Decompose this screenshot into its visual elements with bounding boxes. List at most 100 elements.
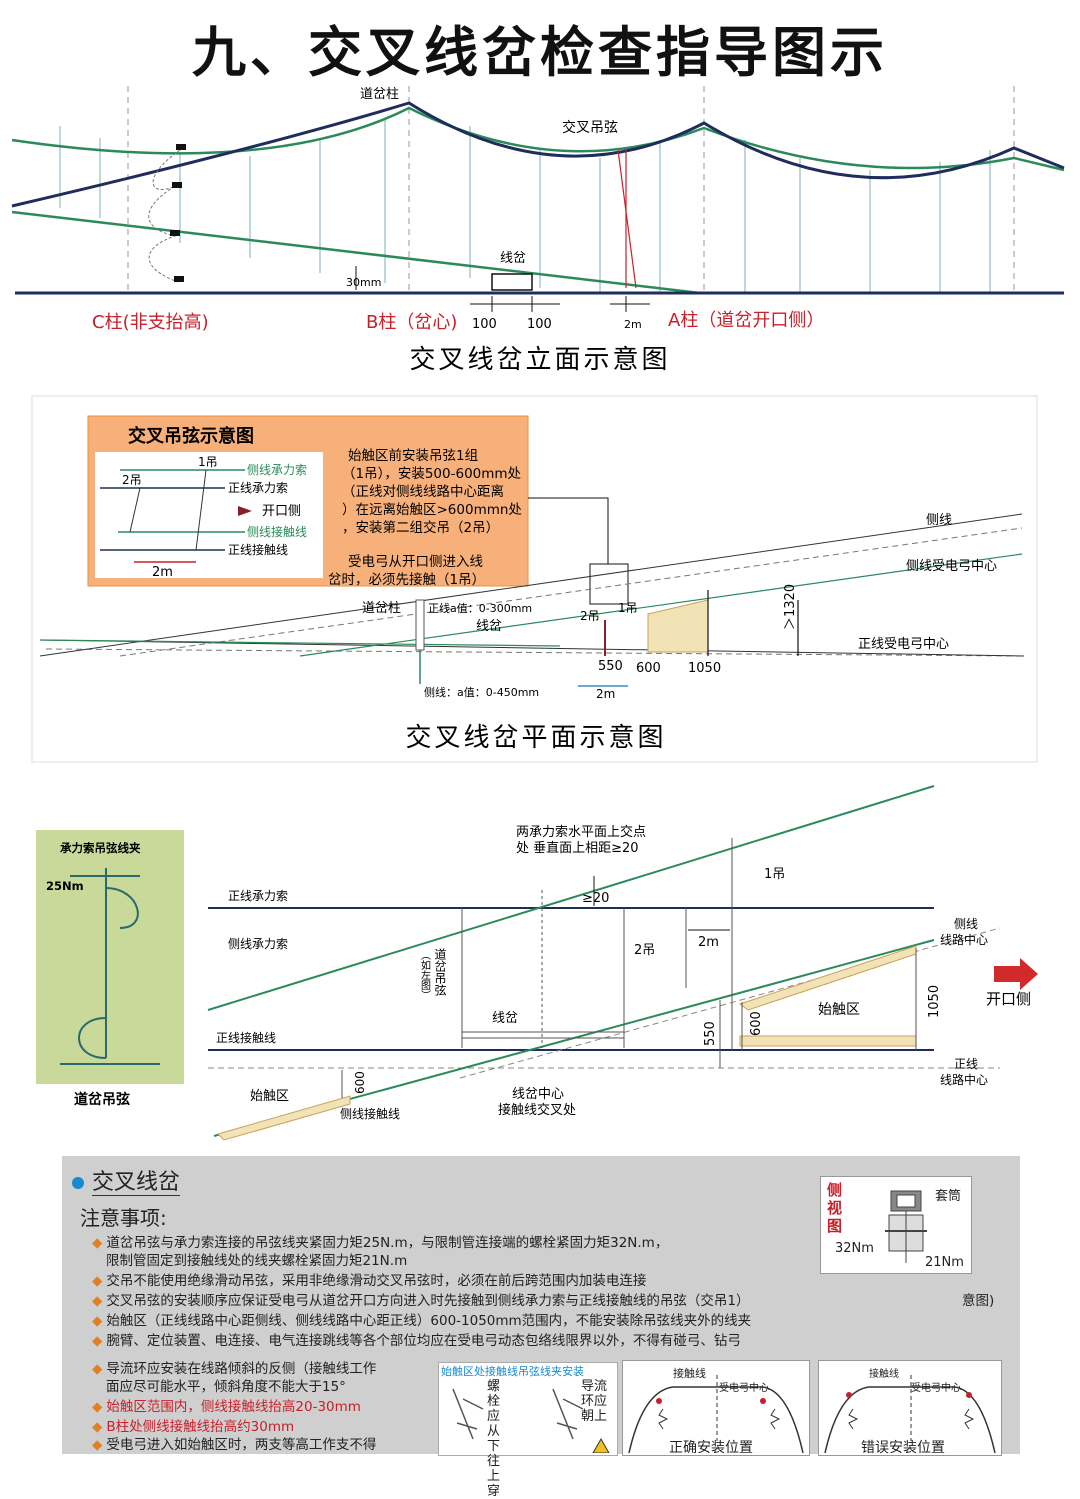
- detail-side-center: [459, 927, 1001, 1079]
- correct-drawing: [628, 1375, 804, 1454]
- side-view-21: 21Nm: [925, 1255, 964, 1270]
- detail-hanger-side: （如左图）: [419, 950, 431, 1000]
- plan-2m: 2m: [596, 687, 615, 701]
- detail-contact-zone: 始触区: [818, 1002, 860, 1018]
- correct-cw: 接触线: [673, 1367, 706, 1380]
- box-open: 开口侧: [262, 504, 301, 519]
- dimension-arrows: [470, 296, 650, 312]
- plan-side-center: 侧线受电弓中心: [906, 559, 997, 574]
- box-side-cw: 侧线接触线: [247, 524, 307, 539]
- notes-heading: 交叉线岔: [92, 1170, 181, 1196]
- plan-turnout: 线岔: [476, 619, 502, 634]
- box-2m: 2m: [152, 565, 173, 580]
- box-main-msg: 正线承力索: [228, 481, 288, 495]
- plan-1d: 1吊: [618, 601, 638, 615]
- leader-line: [528, 497, 609, 564]
- box-main-cw: 正线接触线: [228, 542, 288, 557]
- green-wire: [39, 639, 561, 647]
- svg-text:（1吊），安装500-600mm处: （1吊），安装500-600mm处: [342, 466, 522, 482]
- side-view-drawing: [885, 1190, 927, 1263]
- clamp-picture: [36, 830, 184, 1084]
- note-item: ◆交吊不能使用绝缘滑动吊弦，采用非绝缘滑动交叉吊弦时，必须在前后跨范围内加装电连…: [92, 1273, 647, 1289]
- plan-550: 550: [598, 659, 623, 674]
- elev-100a-label: 100: [472, 317, 497, 332]
- note-item: ◆道岔吊弦与承力索连接的吊弦线夹紧固力矩25N.m，与限制管连接端的螺栓紧固力矩…: [92, 1235, 669, 1251]
- plan-a-main: 正线a值：0-300mm: [428, 601, 532, 615]
- svg-text:始触区前安装吊弦1组: 始触区前安装吊弦1组: [348, 447, 478, 464]
- contact-zone-upper: [738, 945, 917, 1011]
- plan-pole: [415, 599, 425, 651]
- elev-b-label: B柱（岔心): [366, 312, 457, 333]
- svg-text:）在远离始触区>600mmn处: ）在远离始触区>600mmn处: [342, 501, 522, 518]
- note-item: ◆腕臂、定位装置、电连接、电气连接跳线等各个部位均应在受电弓动态包络线限界以外，…: [92, 1333, 741, 1349]
- detail-side-msg: [207, 785, 935, 1011]
- note-item: ◆受电弓进入如始触区时，两支等高工作支不得: [92, 1437, 377, 1453]
- elev-turnout-label: 线岔: [500, 251, 526, 266]
- plan-1050: 1050: [688, 661, 721, 676]
- page-title: 九、交叉线岔检查指导图示: [192, 21, 888, 84]
- svg-text:受电弓从开口侧进入线: 受电弓从开口侧进入线: [348, 554, 483, 570]
- detail-center2: 接触线交叉处: [498, 1102, 576, 1118]
- correct-caption: 正确安装位置: [669, 1440, 753, 1456]
- detail-1050: 1050: [927, 985, 942, 1018]
- elev-30mm-label: 30mm: [346, 276, 381, 289]
- detail-main-msg-label: 正线承力索: [228, 889, 288, 903]
- open-side-arrow: [238, 506, 252, 516]
- plan-2d: 2吊: [580, 609, 600, 623]
- clamp-drawing: [60, 868, 160, 1065]
- detail-droppers: [341, 838, 917, 1098]
- open-side-icon: [994, 958, 1038, 990]
- wrong-center: 受电弓中心: [911, 1383, 961, 1394]
- correct-position-inset: 接触线 受电弓中心 正确安装位置: [622, 1360, 810, 1456]
- main-messenger: [11, 101, 1065, 208]
- detail-top-note2: 处 垂直面上相距≥20: [516, 841, 639, 856]
- side-center-line: [119, 527, 1023, 657]
- plan-a-side: 侧线：a值：0-450mm: [424, 685, 539, 699]
- detail-open: 开口侧: [986, 990, 1031, 1008]
- droppers: [59, 118, 991, 293]
- wrong-cw-left: 接触线: [869, 1369, 899, 1380]
- plan-diagram: 交叉吊弦示意图 1吊 2吊 侧线承力索 正线承力索 开口侧 侧线接触线 正线接触…: [31, 395, 1038, 763]
- wrong-drawing: [824, 1375, 996, 1454]
- elev-hanger-label: 交叉吊弦: [562, 119, 618, 136]
- detail-2d: 2吊: [634, 943, 655, 958]
- insulators: [170, 144, 186, 282]
- clamp-caption: 道岔吊弦: [74, 1091, 130, 1108]
- mid-inset-left: 螺栓应从下往上穿: [487, 1379, 501, 1499]
- clamp-title: 承力索吊弦线夹: [59, 841, 141, 855]
- detail-zone-left: 始触区: [250, 1089, 289, 1104]
- side-view-inset: 侧视图 套筒 32Nm 21Nm: [820, 1176, 972, 1274]
- detail-550: 550: [703, 1021, 718, 1046]
- side-messenger: [11, 106, 1065, 172]
- note-item: ◆导流环应安装在线路倾斜的反侧（接触线工作: [92, 1361, 377, 1377]
- contact-zone-left: [217, 1095, 351, 1141]
- registration-loop: [148, 149, 181, 283]
- detail-hanger-v: 道岔吊弦: [433, 948, 447, 996]
- detail-turnout: 线岔: [492, 1011, 518, 1026]
- clamp-25: 25Nm: [46, 879, 84, 893]
- notes-sub: 注意事项:: [80, 1206, 167, 1230]
- detail-center1: 线岔中心: [512, 1087, 564, 1102]
- turnout-bracket: [491, 273, 533, 291]
- svg-text:，安装第二组交吊（2吊）: ，安装第二组交吊（2吊）: [342, 519, 499, 536]
- detail-turnout-bar: [461, 1031, 625, 1039]
- elev-caption: 交叉线岔立面示意图: [409, 345, 670, 375]
- box-title: 交叉吊弦示意图: [128, 425, 254, 447]
- elev-pole-label: 道岔柱: [360, 87, 399, 102]
- elevation-diagram: 道岔柱 交叉吊弦 线岔 30mm C柱(非支抬高) B柱（岔心) 100 100…: [11, 86, 1065, 375]
- box-1d: 1吊: [198, 455, 218, 469]
- elev-a-label: A柱（道岔开口侧）: [668, 310, 824, 331]
- side-view-title: 侧视图: [827, 1181, 843, 1235]
- detail-1d: 1吊: [764, 867, 785, 882]
- note-item: 限制管固定到接触线处的线夹螺栓紧固力矩21N.m: [106, 1253, 408, 1269]
- pole-dashes: [127, 86, 1015, 294]
- detail-side-center1: 侧线: [954, 917, 978, 931]
- main-center-line: [45, 648, 1025, 657]
- plan-side: 侧线: [926, 513, 952, 528]
- detail-diagram: 承力索吊弦线夹 25Nm 道岔吊弦 两承力索水平面上交点 处 垂直面上相距≥20…: [36, 785, 1038, 1141]
- notes-heading-row: 交叉线岔: [72, 1164, 181, 1196]
- box-lines: [100, 469, 245, 563]
- plan-main-center: 正线受电弓中心: [858, 637, 949, 652]
- mid-inset-title: 始触区处接触线吊弦线夹安装: [441, 1365, 584, 1378]
- note-item-red: ◆始触区范围内，侧线接触线抬高20-30mm: [92, 1399, 361, 1415]
